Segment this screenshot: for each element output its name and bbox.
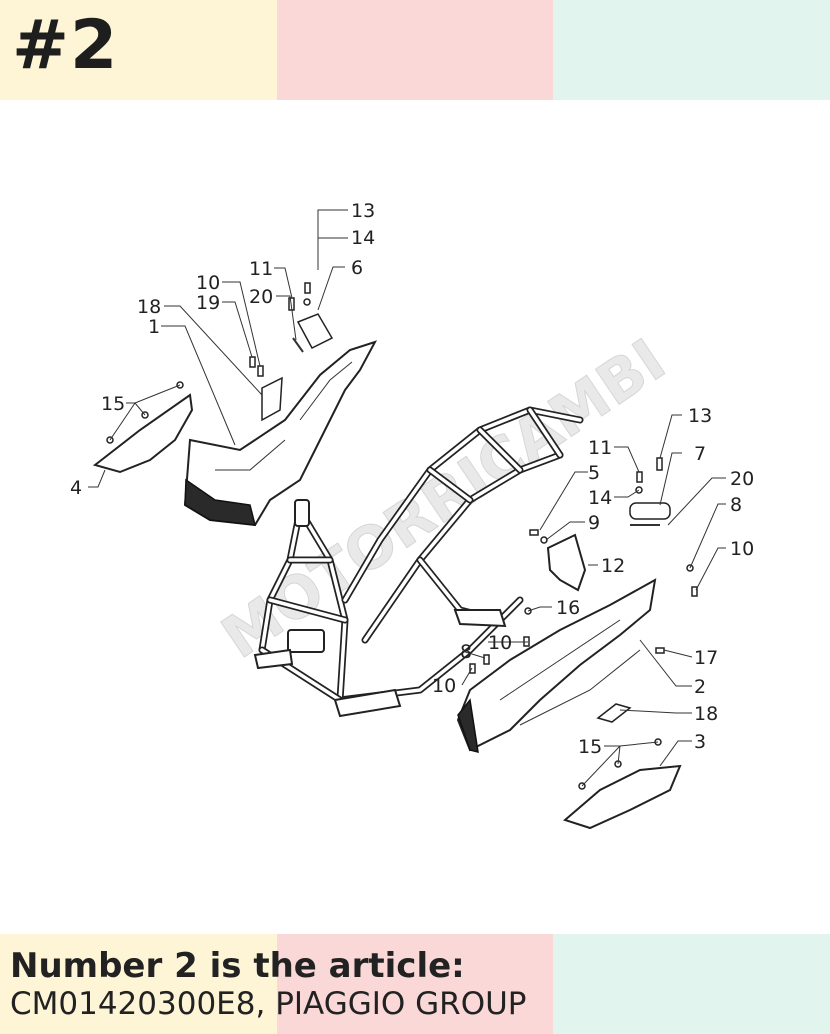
callout-18: 18 — [137, 296, 161, 318]
callout-15: 15 — [101, 393, 125, 415]
band-mint — [553, 0, 830, 100]
part-1-left-body-panel — [183, 340, 378, 527]
leader-lines — [88, 209, 726, 787]
callout-16: 16 — [556, 597, 580, 619]
callout-18: 18 — [694, 703, 718, 725]
callout-4: 4 — [70, 477, 82, 499]
callout-10: 10 — [730, 538, 754, 560]
part-3-right-cover — [562, 764, 682, 830]
callout-14: 14 — [588, 487, 612, 509]
callout-labels: 13 14 6 11 20 10 19 18 1 15 4 13 11 7 5 … — [70, 200, 754, 758]
callout-8: 8 — [460, 641, 472, 663]
part-12-bracket — [546, 533, 587, 592]
caption-article-code: CM01420300E8, PIAGGIO GROUP — [10, 986, 527, 1022]
part-4-left-cover — [92, 393, 194, 474]
part-16-cover — [453, 609, 507, 628]
callout-11: 11 — [249, 258, 273, 280]
band-pink — [276, 0, 554, 100]
top-color-band — [0, 0, 830, 100]
part-6-pad — [296, 313, 334, 349]
band-pink — [276, 934, 554, 1034]
item-number-badge: #2 — [12, 6, 119, 85]
callout-17: 17 — [694, 647, 718, 669]
callout-13: 13 — [688, 405, 712, 427]
callout-1: 1 — [148, 316, 160, 338]
callout-15: 15 — [578, 736, 602, 758]
callout-5: 5 — [588, 462, 600, 484]
callout-9: 9 — [588, 512, 600, 534]
callout-20: 20 — [249, 286, 273, 308]
bottom-color-band — [0, 934, 830, 1034]
part-18-pad-right — [596, 703, 632, 723]
callout-14: 14 — [351, 227, 375, 249]
callout-11: 11 — [588, 437, 612, 459]
band-yellow — [0, 0, 277, 100]
caption-heading: Number 2 is the article: — [10, 946, 465, 986]
callout-12: 12 — [601, 555, 625, 577]
band-yellow — [0, 934, 277, 1034]
exploded-parts-diagram: MOTORRICAMBI — [70, 200, 754, 830]
callout-7: 7 — [694, 443, 706, 465]
callout-20: 20 — [730, 468, 754, 490]
part-7-pad — [629, 502, 671, 520]
part-20-strip-left — [292, 337, 304, 353]
callout-3: 3 — [694, 731, 706, 753]
callout-2: 2 — [694, 676, 706, 698]
callout-13: 13 — [351, 200, 375, 222]
callout-10: 10 — [488, 632, 512, 654]
part-2-right-side-panel — [456, 578, 657, 754]
band-mint — [553, 934, 830, 1034]
callout-10: 10 — [432, 675, 456, 697]
part-18-pad-left — [261, 376, 283, 422]
callout-10: 10 — [196, 272, 220, 294]
callout-6: 6 — [351, 257, 363, 279]
callout-8: 8 — [730, 494, 742, 516]
callout-19: 19 — [196, 292, 220, 314]
